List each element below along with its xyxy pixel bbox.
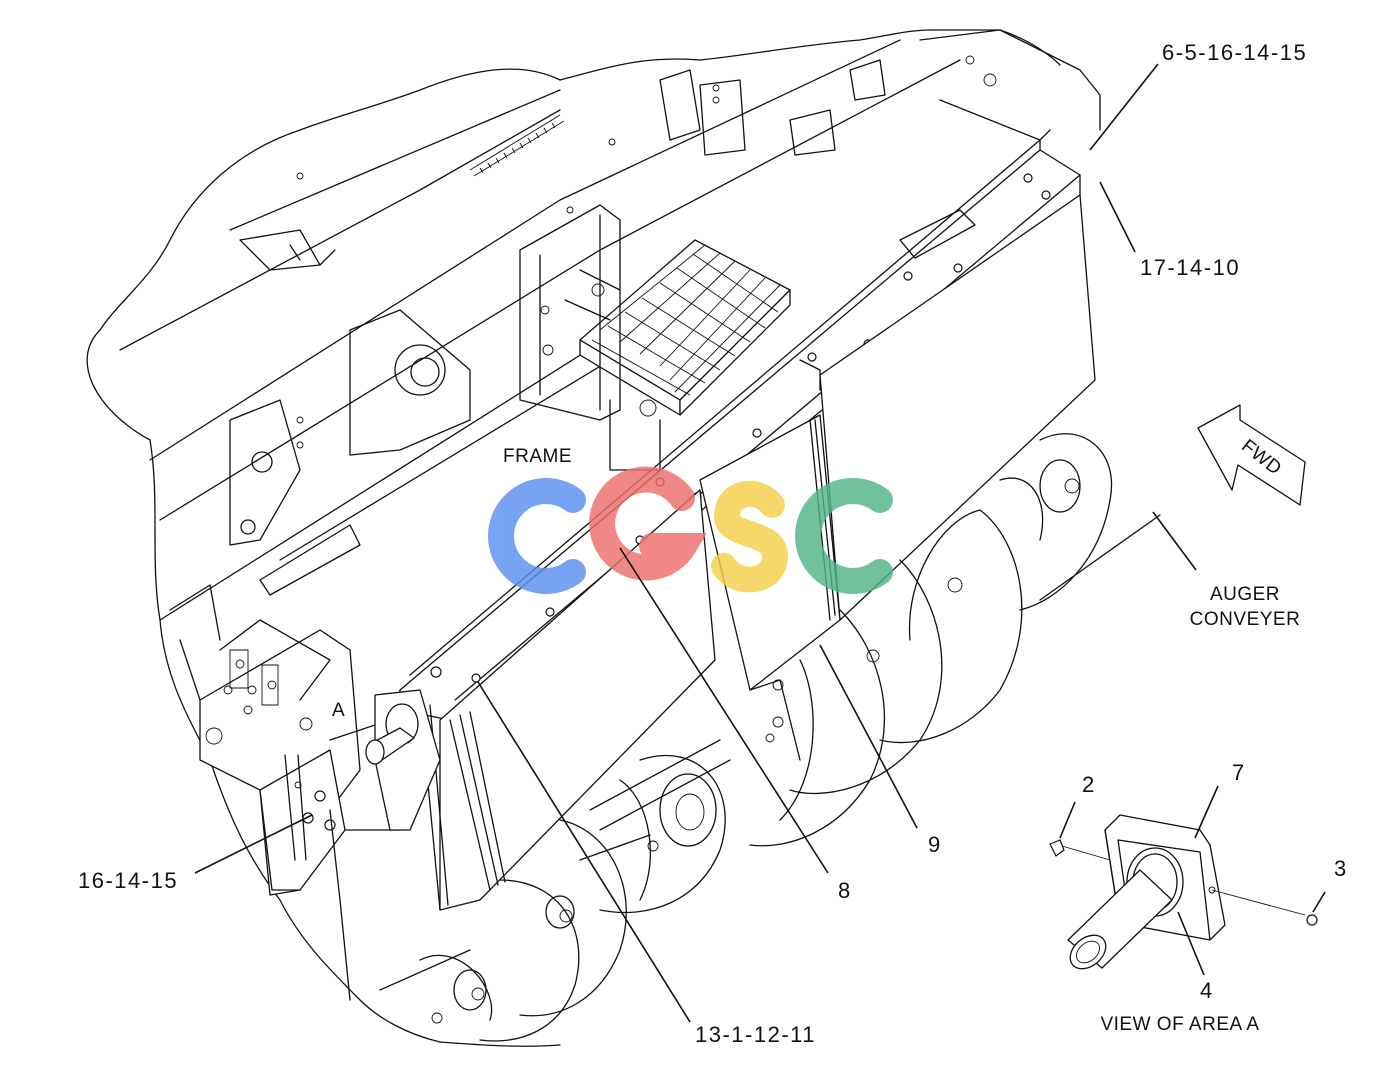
callout-13-1-12-11: 13-1-12-11 — [695, 1022, 816, 1047]
auger-label-line2: CONVEYER — [1190, 609, 1301, 630]
cgsc-watermark — [488, 466, 893, 594]
callout-9: 9 — [928, 832, 942, 857]
callout-17-14-10: 17-14-10 — [1140, 255, 1240, 280]
left-end-bracket — [169, 584, 441, 1001]
auger-conveyer — [379, 433, 1161, 1042]
area-a-letter: A — [332, 700, 345, 721]
frame-label: FRAME — [503, 446, 572, 467]
callout-3: 3 — [1334, 856, 1348, 881]
view-of-area-a-detail — [1049, 814, 1318, 970]
callout-16-14-15: 16-14-15 — [78, 868, 178, 893]
callout-2: 2 — [1082, 772, 1096, 797]
watermark-letter-c2 — [795, 478, 893, 594]
watermark-letter-g — [589, 466, 707, 581]
auger-label-line1: AUGER — [1210, 584, 1280, 605]
leader-lines — [194, 63, 1326, 1023]
callout-4: 4 — [1200, 978, 1214, 1003]
watermark-letter-s — [711, 480, 789, 593]
callout-7: 7 — [1232, 760, 1246, 785]
fwd-arrow-icon: FWD — [1197, 404, 1306, 506]
step-grating — [519, 204, 791, 471]
callout-6-5-16-14-15: 6-5-16-14-15 — [1162, 40, 1307, 65]
watermark-letter-c1 — [488, 478, 586, 594]
view-of-area-a-caption: VIEW OF AREA A — [1100, 1014, 1259, 1035]
callout-8: 8 — [838, 878, 852, 903]
